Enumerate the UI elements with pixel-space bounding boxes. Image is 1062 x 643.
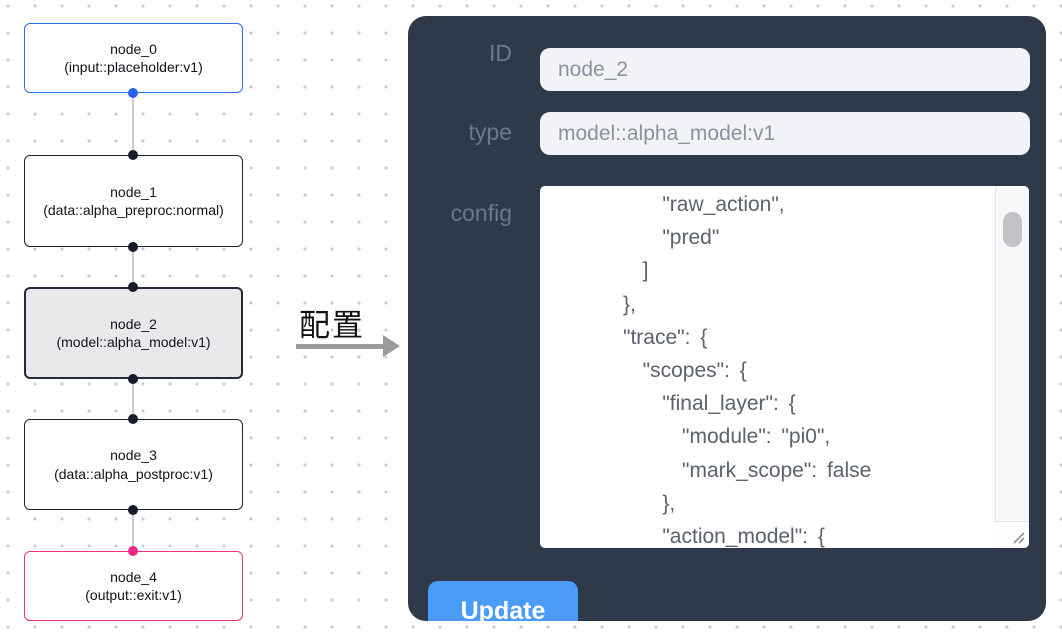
type-field-label: type — [468, 119, 512, 145]
node-id-label: node_1 — [110, 183, 157, 200]
graph-node-node_4[interactable]: node_4 (output::exit:v1) — [24, 551, 243, 621]
node-id-label: node_0 — [110, 40, 157, 57]
type-input[interactable] — [540, 112, 1030, 155]
edge-node2-node3 — [132, 379, 134, 419]
config-textarea[interactable]: "raw_action", "pred" ] }, "trace": { "sc… — [540, 186, 1029, 548]
node-type-label: (model::alpha_model:v1) — [56, 334, 211, 350]
config-annotation-label: 配置 — [299, 308, 365, 343]
node-id-label: node_2 — [110, 315, 157, 332]
id-field-label: ID — [489, 40, 512, 66]
port-node3-in[interactable] — [128, 414, 138, 424]
node-config-panel: ID type config "raw_action", "pred" ] },… — [408, 16, 1046, 621]
graph-node-node_3[interactable]: node_3 (data::alpha_postproc:v1) — [24, 419, 243, 510]
port-node2-out[interactable] — [128, 374, 138, 384]
edge-node0-node1 — [132, 93, 134, 155]
graph-node-node_1[interactable]: node_1 (data::alpha_preproc:normal) — [24, 155, 243, 247]
port-node1-in[interactable] — [128, 150, 138, 160]
config-scrollbar[interactable] — [995, 186, 1029, 548]
arrow-head-icon — [383, 335, 400, 357]
textarea-resize-handle[interactable] — [995, 521, 1029, 548]
node-id-label: node_4 — [110, 568, 157, 585]
node-type-label: (output::exit:v1) — [85, 587, 182, 603]
node-type-label: (data::alpha_preproc:normal) — [43, 202, 224, 218]
port-node2-in[interactable] — [128, 282, 138, 292]
port-node0-out[interactable] — [128, 88, 138, 98]
node-type-label: (input::placeholder:v1) — [64, 59, 203, 75]
node-type-label: (data::alpha_postproc:v1) — [54, 465, 213, 482]
node-id-label: node_3 — [110, 447, 157, 463]
edge-node3-node4 — [132, 510, 134, 551]
edge-node1-node2 — [132, 247, 134, 287]
arrow-icon — [296, 344, 384, 349]
config-scrollbar-thumb[interactable] — [1003, 212, 1022, 247]
update-button[interactable]: Update — [428, 581, 578, 621]
graph-node-node_0[interactable]: node_0 (input::placeholder:v1) — [24, 23, 243, 93]
config-json-text: "raw_action", "pred" ] }, "trace": { "sc… — [623, 193, 872, 548]
graph-node-node_2[interactable]: node_2 (model::alpha_model:v1) — [24, 287, 243, 379]
port-node4-in[interactable] — [128, 546, 138, 556]
port-node1-out[interactable] — [128, 242, 138, 252]
config-field-label: config — [450, 200, 512, 226]
id-input[interactable] — [540, 48, 1030, 91]
port-node3-out[interactable] — [128, 505, 138, 515]
resize-grip-icon — [1013, 532, 1025, 544]
